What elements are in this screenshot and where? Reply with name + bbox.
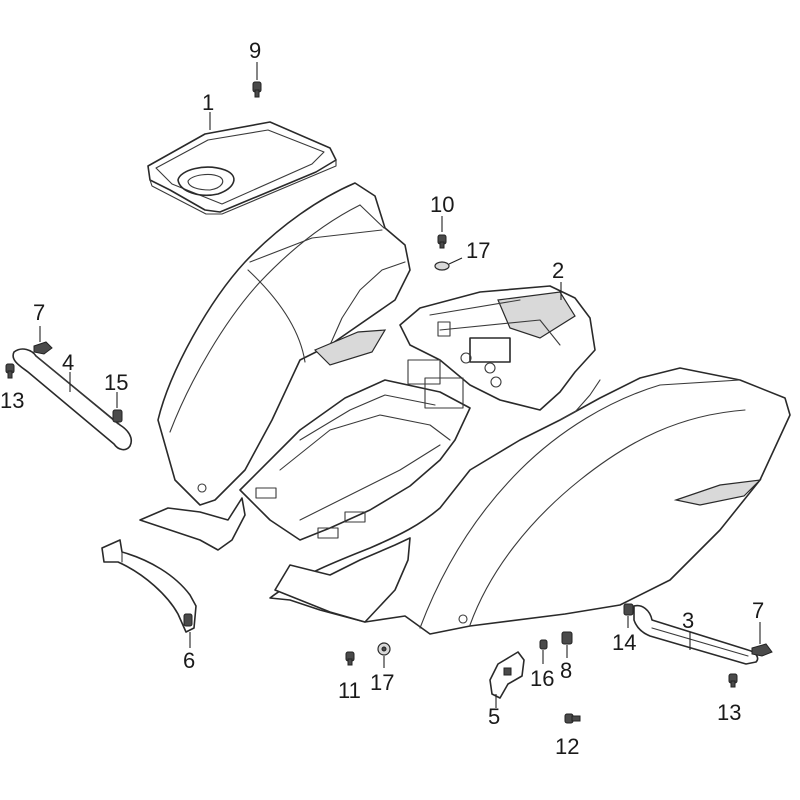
callout-6: 6: [183, 648, 195, 673]
part-11-screw: [345, 651, 355, 666]
callout-11: 11: [338, 678, 361, 703]
callout-13-right: 13: [717, 700, 741, 725]
part-7-clip-left: [33, 326, 53, 355]
callout-1: 1: [202, 90, 214, 115]
part-13-screw-right: [728, 673, 738, 688]
part-14-bolt: [623, 603, 634, 628]
part-12-bolt: [564, 713, 581, 724]
callout-9: 9: [249, 38, 261, 63]
callout-16: 16: [530, 666, 554, 691]
callout-8: 8: [560, 658, 572, 683]
part-7-clip-right: [751, 622, 773, 657]
part-15-bolt: [112, 392, 123, 423]
part-10-bolt: [437, 216, 447, 249]
callout-3: 3: [682, 608, 694, 633]
part-17-washer-top: [434, 257, 463, 271]
part-4-bracket: [12, 348, 133, 451]
callout-10: 10: [430, 192, 454, 217]
part-13-screw-left: [5, 363, 15, 379]
callout-4: 4: [62, 350, 74, 375]
part-5-bracket: [489, 651, 525, 708]
callout-7-left: 7: [33, 300, 45, 325]
callout-12: 12: [555, 734, 579, 759]
callout-7-right: 7: [752, 598, 764, 623]
part-17-washer-bottom: [377, 642, 391, 668]
part-3-bracket: [633, 604, 759, 665]
part-6-bracket: [101, 539, 197, 648]
callout-13-left: 13: [0, 388, 24, 413]
part-9-screw: [252, 62, 262, 98]
part-1-storage-cover: [147, 121, 337, 215]
part-2-rear-fender: [139, 182, 791, 635]
callout-17-top: 17: [466, 238, 490, 263]
callout-14: 14: [612, 630, 636, 655]
part-16-nut: [539, 639, 548, 664]
callout-2: 2: [552, 258, 564, 283]
callout-15: 15: [104, 370, 128, 395]
callout-5: 5: [488, 704, 500, 729]
part-8-nut: [561, 631, 573, 658]
callout-17-bottom: 17: [370, 670, 394, 695]
